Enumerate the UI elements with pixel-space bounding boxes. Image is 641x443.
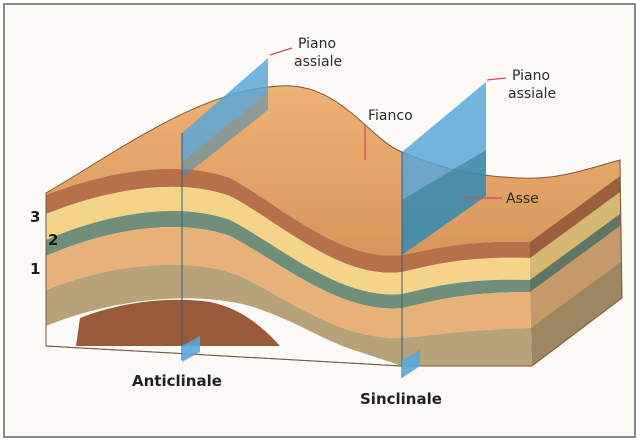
label-layer-2: 2 <box>48 231 58 249</box>
label-plane-right-1: Piano <box>512 68 550 84</box>
label-plane-left-2: assiale <box>294 54 342 70</box>
label-layer-3: 3 <box>30 208 40 226</box>
label-layer-1: 1 <box>30 260 40 278</box>
leader-right-plane <box>487 78 506 80</box>
label-anticline: Anticlinale <box>132 372 222 390</box>
label-axis: Asse <box>506 191 539 207</box>
label-syncline: Sinclinale <box>360 390 442 408</box>
leader-left-plane <box>270 48 292 55</box>
label-flank: Fianco <box>368 108 413 124</box>
label-plane-left-1: Piano <box>298 36 336 52</box>
label-plane-right-2: assiale <box>508 86 556 102</box>
